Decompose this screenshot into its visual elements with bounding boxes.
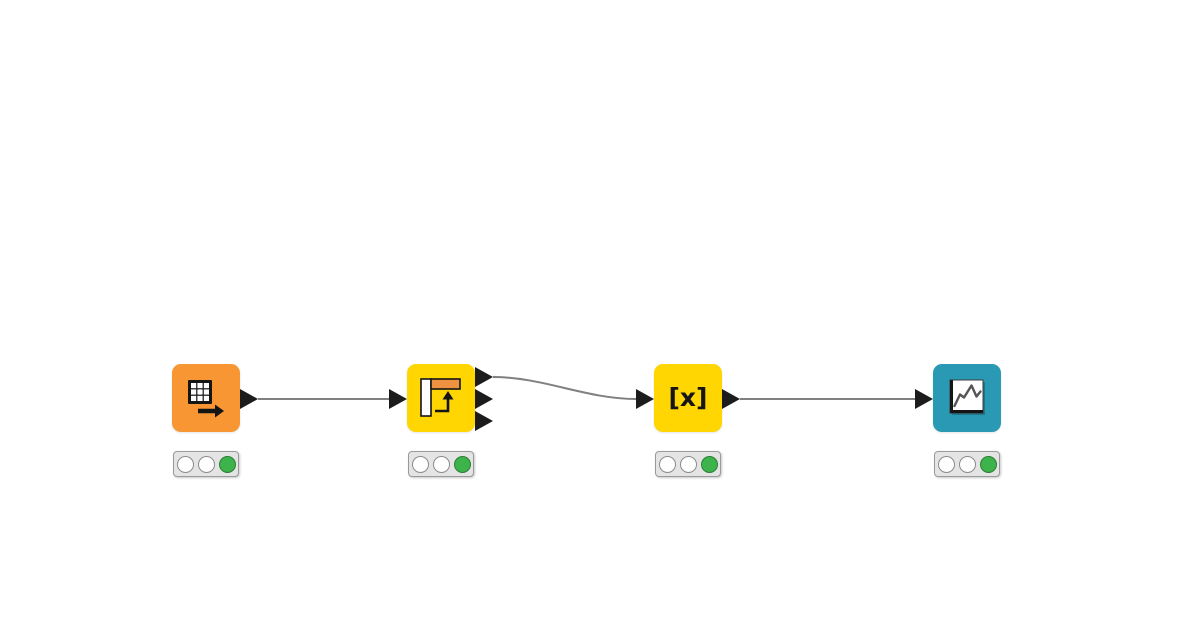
status-light-green [453,455,471,473]
traffic-light [408,451,474,477]
node-sorter[interactable] [389,364,493,477]
status-light-yellow [197,455,215,473]
output-port[interactable] [475,411,493,431]
node-line-plot-view[interactable] [915,364,1001,477]
column-row-arrow-icon [420,378,462,418]
input-port[interactable] [636,389,654,409]
output-port[interactable] [240,389,258,409]
connection-wire-sorter-to-math-formula[interactable] [492,376,637,400]
node-body[interactable] [389,364,493,432]
traffic-light [934,451,1000,477]
bracket-x-icon: [x] [668,382,708,412]
input-port[interactable] [915,389,933,409]
status-light-green [979,455,997,473]
table-output-arrow-icon [186,378,226,418]
status-light-red [937,455,955,473]
status-light-red [176,455,194,473]
status-light-red [658,455,676,473]
node-math-formula[interactable]: [x] [636,364,740,477]
status-light-yellow [958,455,976,473]
node-body[interactable] [172,364,258,432]
status-light-red [411,455,429,473]
input-port[interactable] [389,389,407,409]
status-light-green [700,455,718,473]
node-body[interactable] [915,364,1001,432]
output-port[interactable] [722,389,740,409]
traffic-light [173,451,239,477]
line-chart-icon [947,378,987,418]
output-port[interactable] [475,367,493,387]
output-port[interactable] [475,389,493,409]
status-light-green [218,455,236,473]
node-body[interactable]: [x] [636,364,740,432]
status-light-yellow [679,455,697,473]
traffic-light [655,451,721,477]
status-light-yellow [432,455,450,473]
node-data-source[interactable] [172,364,258,477]
